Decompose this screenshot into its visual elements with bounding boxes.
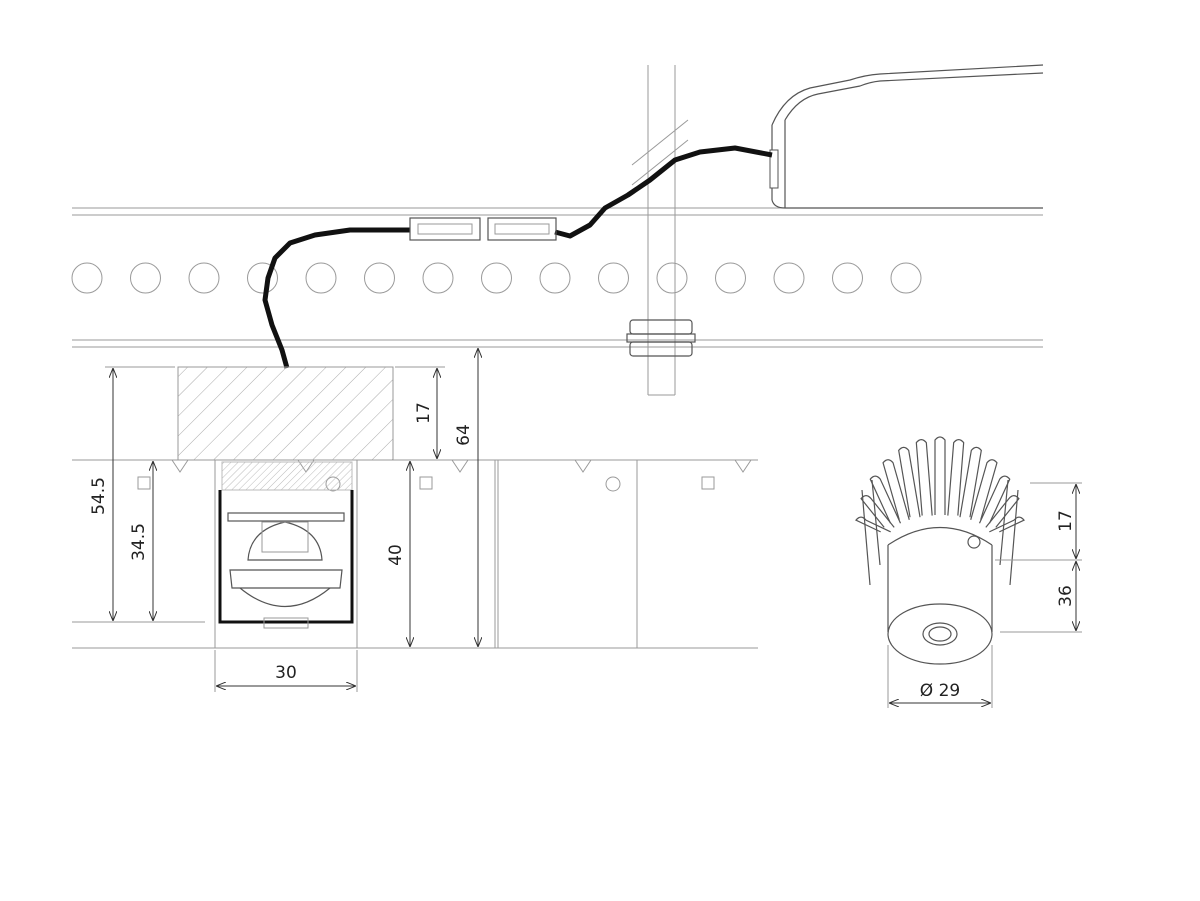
luminaire-section <box>218 461 354 629</box>
dim-label-54-5: 54.5 <box>89 477 109 515</box>
heatsink-fin <box>871 479 881 566</box>
dimensions <box>105 349 1082 708</box>
cable <box>262 145 773 369</box>
rail-hole <box>832 262 863 294</box>
heatsink-fin <box>970 459 998 520</box>
heatsink-fin <box>882 459 910 520</box>
dim-label-40: 40 <box>386 544 406 566</box>
rail-hole <box>71 262 103 294</box>
rail-hole <box>656 262 688 294</box>
rail-hole <box>773 262 805 294</box>
heatsink-fin <box>860 495 895 528</box>
heatsink-fin <box>989 516 1025 533</box>
rail-hole <box>130 262 161 294</box>
rail-hole <box>715 262 746 294</box>
heatsink-fin <box>978 475 1011 524</box>
mounting-rail <box>71 207 1043 348</box>
heatsink-fin <box>855 516 891 533</box>
heatsink-fin <box>947 439 965 516</box>
rail-hole <box>305 262 337 294</box>
dim-label-36: 36 <box>1056 585 1076 607</box>
heatsink-fin <box>959 446 982 518</box>
connector-left <box>409 217 481 241</box>
rail-hole <box>364 262 395 294</box>
mounting-block <box>177 366 394 461</box>
dim-label-34-5: 34.5 <box>129 523 149 561</box>
threaded-rod <box>626 65 696 396</box>
spotlight-view <box>855 436 1025 665</box>
rail-hole <box>481 262 512 294</box>
rail-hole <box>188 262 220 294</box>
dim-label-17-block: 17 <box>414 402 434 424</box>
heatsink-fin <box>861 489 871 586</box>
rail-hole <box>422 262 454 294</box>
profile <box>72 459 758 649</box>
rail-hole <box>890 262 922 294</box>
heatsink-fin <box>1009 489 1019 586</box>
driver-box <box>769 64 1044 209</box>
heatsink-fin <box>985 495 1020 528</box>
dim-label-diameter-29: Ø 29 <box>920 681 960 701</box>
rail-hole <box>598 262 629 294</box>
dim-label-64: 64 <box>454 424 474 446</box>
heatsink-fin <box>915 439 933 516</box>
heatsink-fin <box>898 446 921 518</box>
dim-label-17-spot: 17 <box>1056 510 1076 532</box>
connector-right <box>487 217 557 241</box>
heatsink-fin <box>869 475 902 524</box>
rail-hole <box>539 262 571 294</box>
heatsink-fin <box>934 436 946 515</box>
rail-hole <box>247 262 278 294</box>
heatsink-fin <box>999 479 1009 566</box>
dim-label-30: 30 <box>275 663 297 683</box>
